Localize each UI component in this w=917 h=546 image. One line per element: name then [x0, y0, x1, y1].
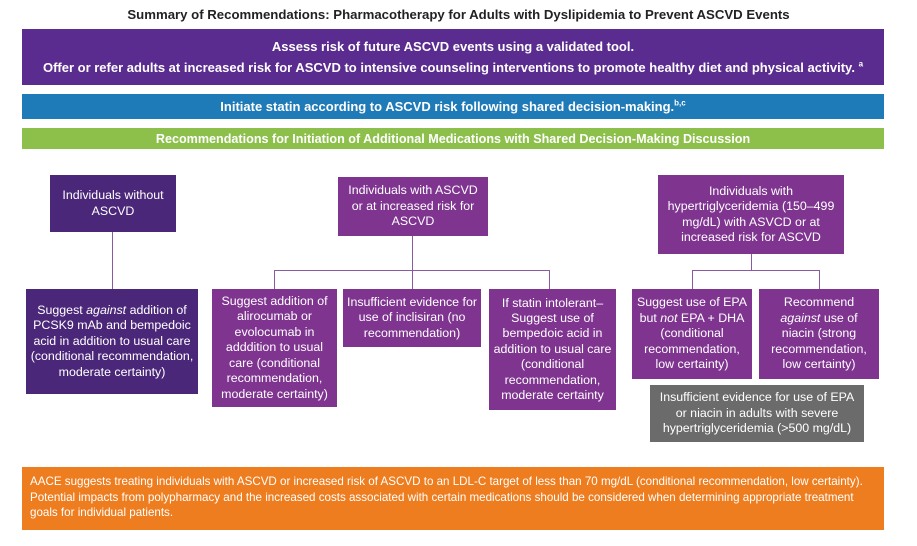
- htg-header: Individuals with hypertriglyceridemia (1…: [658, 175, 844, 254]
- connector-ascvd-vertical: [412, 236, 413, 270]
- ldl-target-footer: AACE suggests treating individuals with …: [22, 467, 884, 530]
- severe-htg-note: Insufficient evidence for use of EPA or …: [650, 385, 864, 442]
- connector-htg-horizontal: [692, 270, 820, 271]
- footnote-a: a: [858, 59, 864, 69]
- connector-htg-right: [819, 270, 820, 289]
- connector-htg-left: [692, 270, 693, 289]
- connector-htg-vertical: [751, 254, 752, 270]
- connector-ascvd-right: [549, 270, 550, 289]
- niacin-recommendation: Recommend against use of niacin (strong …: [759, 289, 879, 379]
- additional-medications-text: Recommendations for Initiation of Additi…: [155, 131, 751, 146]
- assess-risk-line: Assess risk of future ASCVD events using…: [271, 39, 635, 54]
- connector-ascvd-mid: [412, 270, 413, 289]
- connector-ascvd-left: [274, 270, 275, 289]
- pcsk9-recommendation: Suggest addition of alirocumab or evoloc…: [212, 289, 337, 407]
- statin-banner: Initiate statin according to ASCVD risk …: [22, 94, 884, 119]
- ascvd-header: Individuals with ASCVD or at increased r…: [338, 177, 488, 236]
- no-ascvd-header: Individuals without ASCVD: [50, 175, 176, 232]
- bempedoic-recommendation: If statin intolerant– Suggest use of bem…: [489, 289, 616, 410]
- statin-text: Initiate statin according to ASCVD risk …: [220, 99, 675, 114]
- inclisiran-recommendation: Insufficient evidence for use of inclisi…: [343, 289, 481, 347]
- no-ascvd-recommendation: Suggest against addition of PCSK9 mAb an…: [26, 289, 198, 394]
- additional-medications-banner: Recommendations for Initiation of Additi…: [22, 128, 884, 149]
- page-title: Summary of Recommendations: Pharmacother…: [127, 7, 790, 22]
- epa-recommendation: Suggest use of EPA but not EPA + DHA (co…: [632, 289, 752, 379]
- connector-no-ascvd: [112, 232, 113, 289]
- counseling-line: Offer or refer adults at increased risk …: [42, 59, 864, 75]
- assess-risk-banner: Assess risk of future ASCVD events using…: [22, 29, 884, 85]
- footnote-bc: b,c: [674, 98, 686, 108]
